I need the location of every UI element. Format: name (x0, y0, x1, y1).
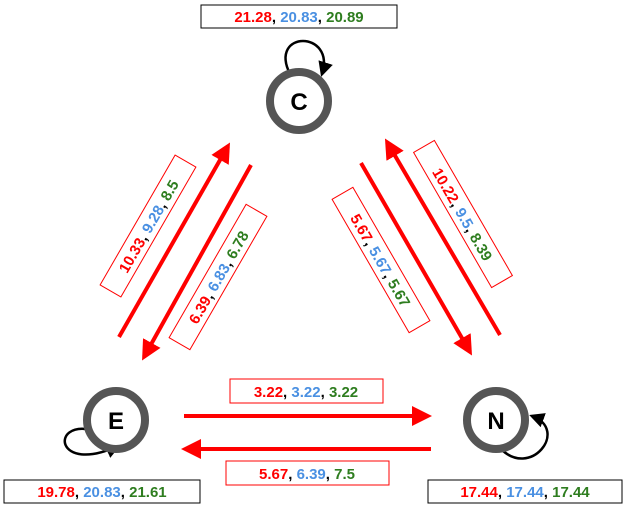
value-blue: 3.22 (291, 384, 320, 401)
svg-text:5.67, 6.39, 7.5: 5.67, 6.39, 7.5 (259, 466, 355, 483)
value-green: 3.22 (329, 384, 358, 401)
value-green: 7.5 (334, 466, 355, 483)
value-blue: 6.39 (297, 466, 326, 483)
node-c-label: C (290, 89, 307, 116)
n-self-loop-label: 17.44, 17.44, 17.44 (427, 479, 623, 504)
svg-text:19.78, 20.83, 21.61: 19.78, 20.83, 21.61 (37, 484, 166, 501)
value-red: 17.44 (460, 484, 498, 501)
n-to-e-label: 5.67, 6.39, 7.5 (225, 460, 390, 486)
value-green: 17.44 (552, 484, 590, 501)
svg-text:6.39, 6.83, 6.78: 6.39, 6.83, 6.78 (186, 228, 253, 327)
node-e: E (83, 387, 149, 453)
value-red: 5.67 (259, 466, 288, 483)
svg-text:17.44, 17.44, 17.44: 17.44, 17.44, 17.44 (460, 484, 590, 501)
value-blue: 20.83 (280, 9, 318, 26)
svg-text:10.22, 9.5, 8.39: 10.22, 9.5, 8.39 (428, 165, 495, 264)
c-self-loop-label: 21.28, 20.83, 20.89 (200, 4, 398, 29)
node-n: N (463, 387, 529, 453)
node-n-label: N (487, 408, 504, 435)
c-to-n-arrow (359, 162, 472, 356)
value-green: 21.61 (129, 484, 167, 501)
node-c: C (266, 68, 332, 134)
svg-text:3.22, 3.22, 3.22: 3.22, 3.22, 3.22 (254, 384, 358, 401)
e-self-loop-label: 19.78, 20.83, 21.61 (3, 479, 201, 504)
c-self-loop-arrow (284, 39, 333, 77)
value-red: 21.28 (234, 9, 272, 26)
value-red: 19.78 (37, 484, 75, 501)
e-self-loop-arrow (63, 427, 121, 458)
value-green: 20.89 (326, 9, 364, 26)
n-self-loop-arrow (499, 413, 549, 460)
svg-text:10.33, 9.28, 8.5: 10.33, 9.28, 8.5 (116, 177, 183, 276)
value-blue: 17.44 (506, 484, 544, 501)
svg-text:21.28, 20.83, 20.89: 21.28, 20.83, 20.89 (234, 9, 363, 26)
node-e-label: E (108, 408, 124, 435)
n-to-c-arrow (384, 138, 502, 337)
value-blue: 20.83 (83, 484, 121, 501)
e-to-c-arrow (117, 142, 230, 338)
value-red: 3.22 (254, 384, 283, 401)
e-to-n-label: 3.22, 3.22, 3.22 (229, 378, 384, 404)
c-to-e-arrow (142, 164, 253, 361)
svg-text:5.67, 5.67, 5.67: 5.67, 5.67, 5.67 (346, 211, 413, 310)
